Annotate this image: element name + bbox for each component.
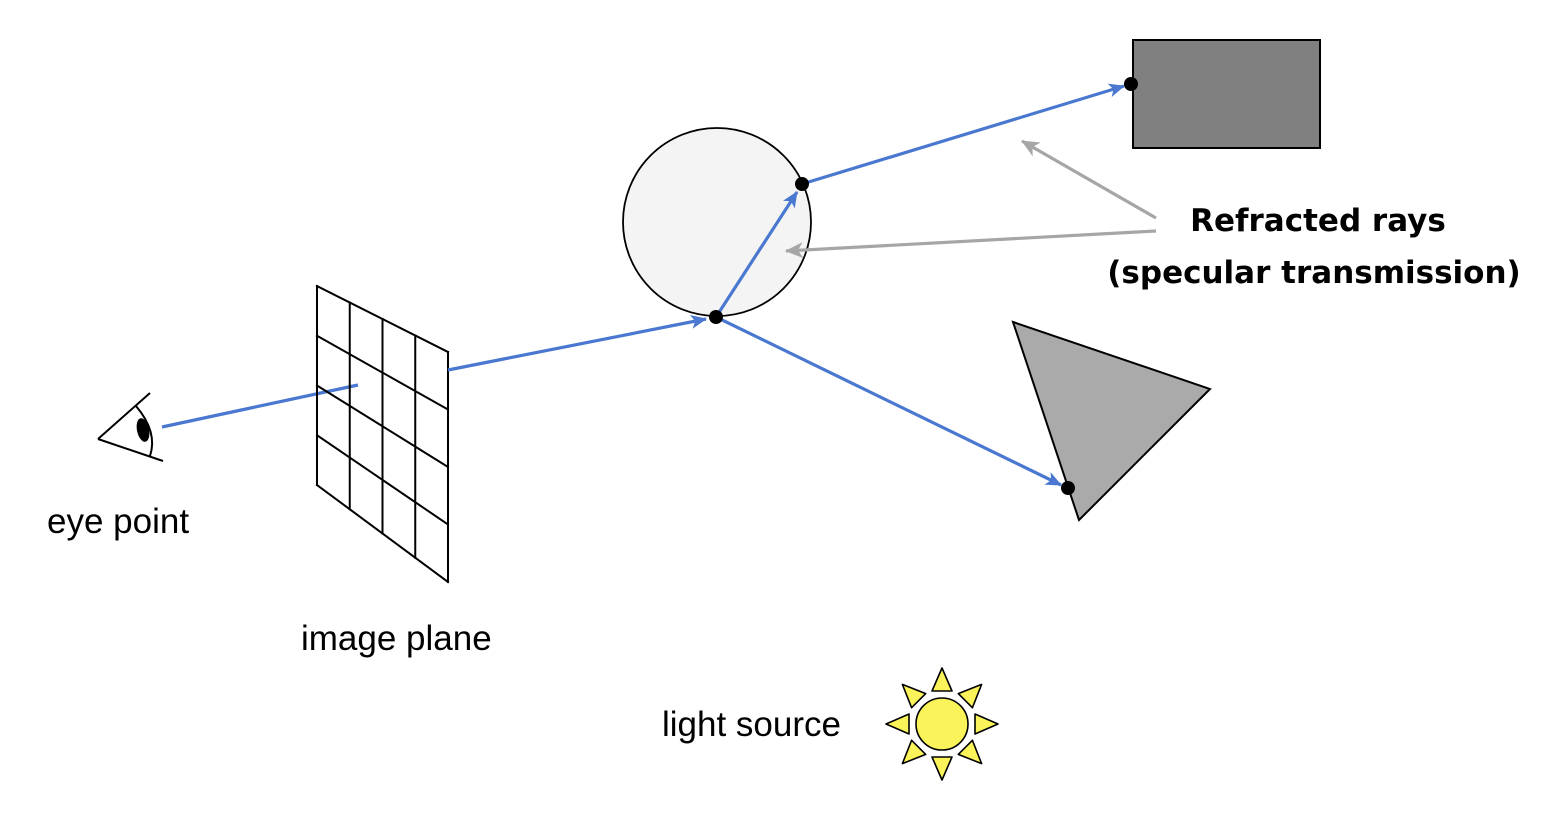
sun-ray <box>931 756 953 781</box>
sphere <box>622 127 812 317</box>
primary-ray-segment-front <box>161 383 359 429</box>
eye-point-label: eye point <box>47 502 189 541</box>
triangle-object <box>1011 320 1212 522</box>
eye-upper-lid <box>97 392 151 440</box>
intersection-point-sphere-exit <box>795 177 809 191</box>
sun-ray <box>957 683 983 709</box>
rectangle-object <box>1132 39 1321 149</box>
image-plane-horizontal-line <box>315 433 450 526</box>
sun-ray <box>974 713 999 735</box>
sun-ray <box>901 739 927 765</box>
image-plane <box>315 284 450 584</box>
sun-ray <box>901 683 927 709</box>
image-plane-horizontal-line <box>315 384 450 469</box>
intersection-point-sphere-entry <box>709 310 723 324</box>
eye-lower-lid <box>97 438 164 462</box>
sun-icon <box>885 667 999 781</box>
primary-ray-segment <box>447 315 707 372</box>
image-plane-horizontal-line <box>315 483 450 584</box>
intersection-point-triangle <box>1061 481 1075 495</box>
callout-arrow-internal-ray <box>785 229 1157 259</box>
eye-pupil <box>136 418 150 442</box>
sun-disc <box>915 697 969 751</box>
refracted-ray-to-rectangle <box>801 83 1125 186</box>
sun-ray <box>885 713 910 735</box>
sun-ray <box>931 667 953 692</box>
image-plane-horizontal-line <box>315 334 450 411</box>
reflected-ray-to-triangle <box>715 315 1062 487</box>
image-plane-label: image plane <box>301 619 492 658</box>
intersection-point-rectangle <box>1124 77 1138 91</box>
eye-cornea-arc <box>135 405 154 457</box>
refracted-ray-internal <box>714 191 799 318</box>
eye-icon <box>97 392 164 462</box>
callout-arrow-outer-ray <box>1021 139 1157 220</box>
sun-ray <box>957 739 983 765</box>
light-source-label: light source <box>662 705 841 744</box>
callout-title: Refracted rays <box>1190 203 1446 239</box>
callout-subtitle: (specular transmission) <box>1107 255 1520 291</box>
image-plane-horizontal-line <box>315 284 450 354</box>
